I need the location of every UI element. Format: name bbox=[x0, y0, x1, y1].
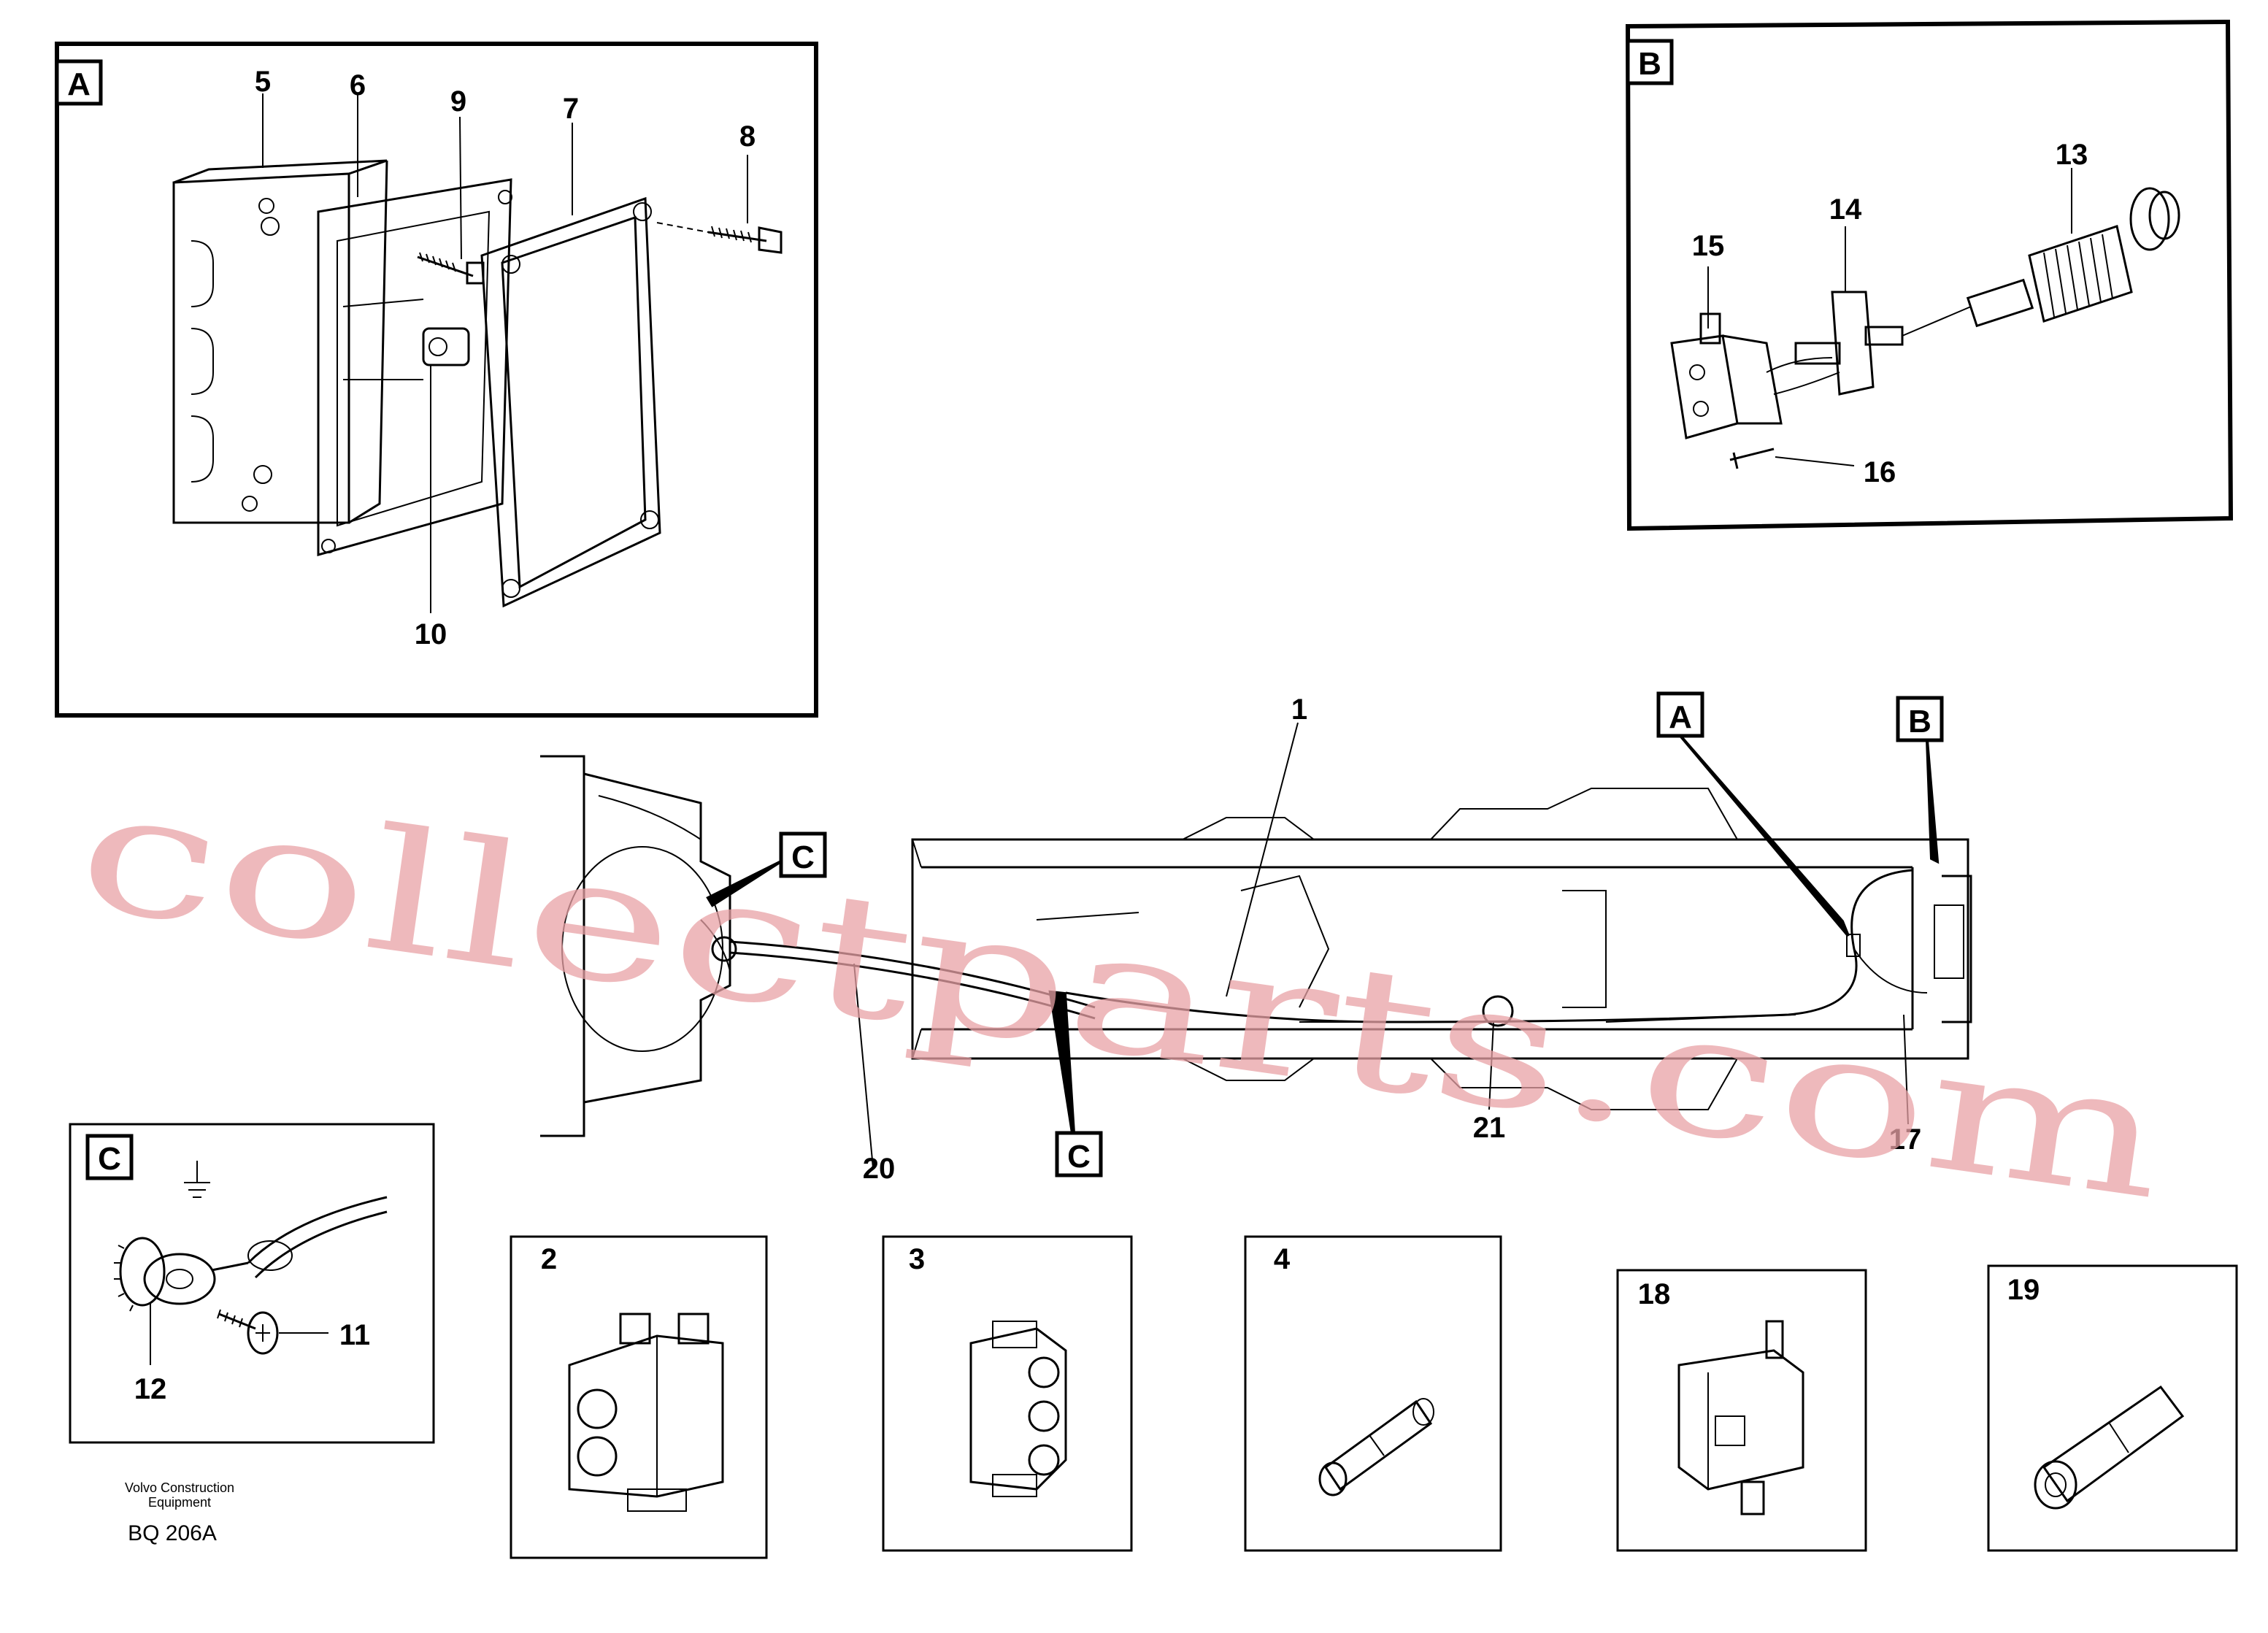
panel-a-tag bbox=[55, 59, 103, 106]
panel-c: C 11 12 bbox=[69, 1123, 435, 1444]
part-label-2: 2 bbox=[541, 1243, 557, 1275]
part-label-19: 19 bbox=[2007, 1274, 2040, 1306]
ground-icon bbox=[184, 1161, 210, 1198]
toothed-washer bbox=[114, 1237, 166, 1312]
part-label-4: 4 bbox=[1274, 1243, 1291, 1275]
grommet-14 bbox=[1794, 291, 1904, 396]
sensor-13 bbox=[1902, 187, 2180, 337]
part-label-12: 12 bbox=[134, 1373, 167, 1405]
callout-b-text: B bbox=[1908, 704, 1931, 739]
panel-b: B bbox=[1625, 19, 2234, 531]
part-label-16: 16 bbox=[1864, 456, 1896, 488]
part-label-9: 9 bbox=[450, 85, 466, 118]
screw-8 bbox=[656, 222, 783, 254]
screw-9 bbox=[417, 252, 485, 285]
callout-b-box bbox=[1896, 696, 1944, 742]
part-label-20: 20 bbox=[863, 1153, 896, 1185]
part-label-5: 5 bbox=[255, 66, 271, 98]
callout-a-text: A bbox=[1669, 699, 1692, 735]
part-label-6: 6 bbox=[350, 69, 366, 101]
part-label-21: 21 bbox=[1473, 1112, 1506, 1144]
part-label-11: 11 bbox=[339, 1319, 370, 1351]
panel-c-tag bbox=[85, 1134, 134, 1180]
connector-15 bbox=[1670, 312, 1840, 439]
junction-box-body bbox=[172, 159, 388, 524]
footer-company-line1: Volvo Construction bbox=[125, 1480, 234, 1495]
part-label-10: 10 bbox=[415, 618, 447, 650]
part-label-7: 7 bbox=[563, 93, 579, 125]
part-label-14: 14 bbox=[1829, 193, 1862, 226]
callout-a-box bbox=[1656, 691, 1704, 738]
part-label-13: 13 bbox=[2056, 139, 2088, 171]
panel-a: A bbox=[55, 42, 818, 718]
part-label-3: 3 bbox=[909, 1243, 925, 1275]
part-label-17: 17 bbox=[1889, 1123, 1922, 1156]
screw-11 bbox=[217, 1309, 328, 1355]
part-box-18: 18 bbox=[1616, 1269, 1867, 1552]
terminal-block bbox=[342, 299, 470, 380]
part-label-1: 1 bbox=[1291, 693, 1307, 726]
callout-c-top-text: C bbox=[791, 839, 815, 875]
part-box-4: 4 bbox=[1244, 1235, 1502, 1552]
part-label-18: 18 bbox=[1638, 1278, 1671, 1310]
part-box-3: 3 bbox=[882, 1235, 1133, 1552]
main-assembly: A B C C 1 20 21 17 bbox=[540, 691, 1972, 1185]
footer-company-line2: Equipment bbox=[148, 1495, 211, 1510]
part-label-15: 15 bbox=[1692, 230, 1725, 262]
part-label-8: 8 bbox=[739, 120, 756, 153]
panel-a-tag-text: A bbox=[67, 66, 91, 102]
part-box-2: 2 bbox=[510, 1235, 768, 1559]
callout-c-bottom-box bbox=[1055, 1131, 1103, 1177]
callout-c-top-box bbox=[779, 831, 827, 878]
panel-b-tag bbox=[1626, 39, 1674, 85]
cover bbox=[480, 196, 661, 608]
footer-drawing-code: BQ 206A bbox=[128, 1521, 217, 1545]
panel-b-tag-text: B bbox=[1638, 46, 1661, 82]
gasket bbox=[317, 178, 512, 556]
watermark-text: collectparts.com bbox=[67, 752, 2176, 1237]
panel-c-tag-text: C bbox=[98, 1141, 121, 1177]
pin-16 bbox=[1729, 447, 1855, 469]
callout-c-bottom-text: C bbox=[1067, 1139, 1091, 1175]
part-box-19: 19 bbox=[1987, 1264, 2238, 1552]
